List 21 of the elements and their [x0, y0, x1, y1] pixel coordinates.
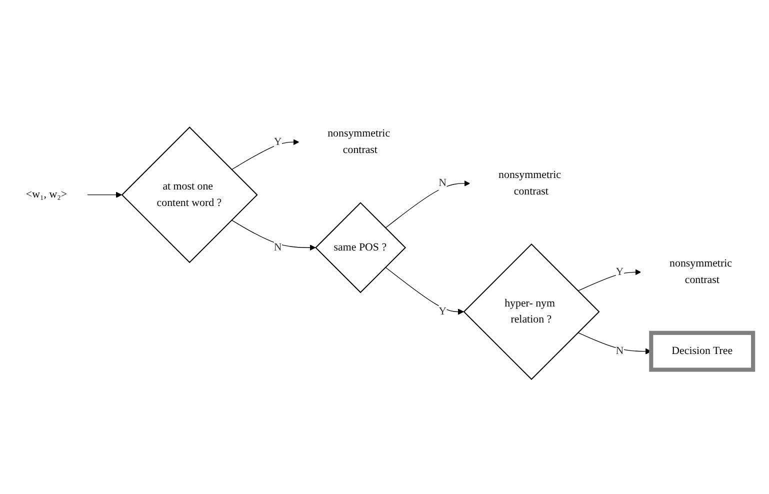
arrow [231, 138, 300, 170]
node-text: nonsymmetric contrast [498, 168, 562, 197]
node-diamond: same POS ? [315, 202, 406, 293]
edge-label: Y [438, 305, 447, 317]
arrow [231, 219, 316, 250]
node-text: nonsymmetric contrast [328, 127, 390, 156]
arrow [385, 266, 464, 314]
edge-label: Y [616, 266, 624, 278]
arrow [578, 332, 652, 354]
arrow [385, 180, 470, 228]
node-diamond: at most one content word ? [121, 126, 258, 263]
node-text: nonsymmetric contrast [670, 257, 732, 286]
arrow [87, 191, 122, 198]
edge-label: Y [274, 136, 282, 148]
edge-label: N [616, 344, 624, 356]
node-text: <w₁, w₂> [26, 188, 68, 200]
edge-label: N [438, 176, 447, 189]
node-box: Decision Tree [649, 330, 756, 372]
arrow [578, 268, 641, 291]
node-diamond: hyper- nym relation ? [463, 243, 600, 380]
edge-label: N [274, 241, 282, 253]
